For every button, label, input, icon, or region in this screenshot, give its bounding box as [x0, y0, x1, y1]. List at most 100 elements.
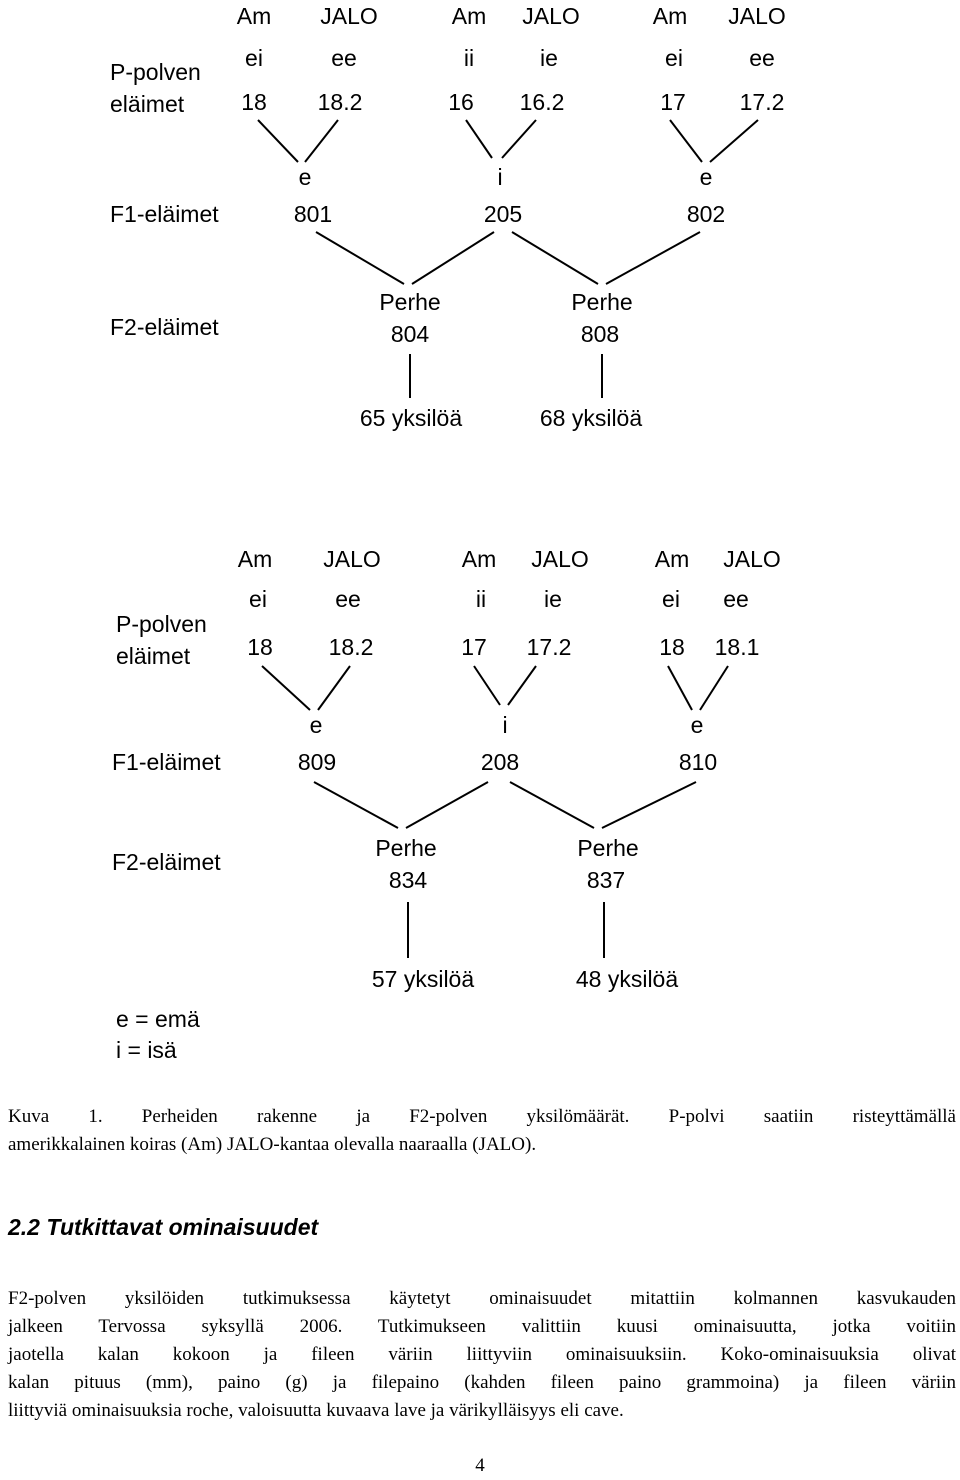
f1-id: 802 — [687, 201, 725, 227]
parent-genotype: ie — [540, 45, 558, 71]
parent-id: 16.2 — [520, 89, 565, 115]
family-count: 65 yksilöä — [360, 405, 462, 431]
parent-id: 18.2 — [329, 634, 374, 660]
cross-line — [313, 781, 399, 829]
parent-genotype: ie — [544, 586, 562, 612]
parent-genotype: ei — [245, 45, 263, 71]
section-heading: 2.2 Tutkittavat ominaisuudet — [8, 1214, 319, 1240]
f1-sex: e — [700, 164, 713, 190]
parent-genotype: ii — [476, 586, 486, 612]
cross-line — [507, 665, 537, 706]
family-id: 834 — [389, 867, 428, 893]
parent-line: Am — [653, 3, 688, 29]
family-id: 804 — [391, 321, 430, 347]
figure-legend: e = emä i = isä — [116, 1006, 200, 1063]
family-id: 837 — [587, 867, 625, 893]
cross-line — [411, 231, 495, 285]
parent-line: Am — [462, 546, 497, 572]
family-structure-figure: P-polven eläimet F1-eläimet F2-eläimet A… — [110, 3, 786, 1063]
family-id: 808 — [581, 321, 619, 347]
caption-line: amerikkalainen koiras (Am) JALO-kantaa o… — [8, 1134, 537, 1155]
f1-sex: e — [310, 712, 323, 738]
parent-id: 17 — [660, 89, 686, 115]
cross-line — [699, 665, 729, 711]
parent-genotype: ee — [749, 45, 775, 71]
family-count: 68 yksilöä — [540, 405, 642, 431]
legend-item-male: i = isä — [116, 1037, 177, 1063]
page-number: 4 — [475, 1455, 485, 1476]
row-label-p-line2: eläimet — [110, 91, 185, 117]
parent-genotype: ee — [335, 586, 361, 612]
f1-sex: i — [497, 164, 502, 190]
cross-line — [509, 781, 595, 829]
parent-id: 18 — [247, 634, 273, 660]
family-label: Perhe — [571, 289, 632, 315]
family-label: Perhe — [379, 289, 440, 315]
family-label: Perhe — [375, 835, 436, 861]
cross-line — [257, 119, 299, 163]
row-label-f1: F1-eläimet — [112, 749, 221, 775]
legend-item-female: e = emä — [116, 1006, 200, 1032]
f1-id: 810 — [679, 749, 717, 775]
parent-genotype: ei — [665, 45, 683, 71]
parent-id: 18 — [659, 634, 685, 660]
pedigree-diagram-1: P-polven eläimet F1-eläimet F2-eläimet A… — [110, 3, 786, 431]
cross-line — [315, 231, 405, 285]
parent-line: Am — [452, 3, 487, 29]
family-count: 57 yksilöä — [372, 966, 474, 992]
parent-genotype: ei — [249, 586, 267, 612]
pedigree-diagram-2: P-polven eläimet F1-eläimet F2-eläimet A… — [112, 546, 781, 992]
family-label: Perhe — [577, 835, 638, 861]
cross-line — [667, 665, 693, 711]
f1-id: 208 — [481, 749, 519, 775]
row-label-p-line1: P-polven — [110, 59, 201, 85]
paragraph-line: kalan pituus (mm), paino (g) ja filepain… — [8, 1372, 956, 1393]
parent-line: Am — [237, 3, 272, 29]
f1-id: 205 — [484, 201, 522, 227]
row-label-f2: F2-eläimet — [112, 849, 221, 875]
f1-id: 809 — [298, 749, 336, 775]
cross-line — [511, 231, 599, 285]
section-paragraph: F2-polven yksilöiden tutkimuksessa käyte… — [8, 1285, 956, 1425]
row-label-f2: F2-eläimet — [110, 314, 219, 340]
cross-line — [605, 231, 701, 285]
f1-id: 801 — [294, 201, 332, 227]
cross-line — [317, 665, 351, 711]
paragraph-line: F2-polven yksilöiden tutkimuksessa käyte… — [8, 1288, 956, 1309]
parent-id: 16 — [448, 89, 474, 115]
row-label-f1: F1-eläimet — [110, 201, 219, 227]
cross-line — [501, 119, 537, 159]
parent-id: 18 — [241, 89, 267, 115]
parent-genotype: ei — [662, 586, 680, 612]
parent-genotype: ee — [331, 45, 357, 71]
caption-line: Kuva 1. Perheiden rakenne ja F2-polven y… — [8, 1106, 956, 1127]
f1-sex: e — [299, 164, 312, 190]
parent-line: JALO — [531, 546, 589, 572]
parent-line: Am — [238, 546, 273, 572]
f1-sex: e — [691, 712, 704, 738]
parent-id: 17.2 — [740, 89, 785, 115]
figure-caption: Kuva 1. Perheiden rakenne ja F2-polven y… — [8, 1103, 956, 1159]
parent-id: 18.2 — [318, 89, 363, 115]
paragraph-line: liittyviä ominaisuuksia roche, valoisuut… — [8, 1400, 624, 1421]
parent-line: JALO — [522, 3, 580, 29]
row-label-p-line2: eläimet — [116, 643, 191, 669]
parent-id: 17.2 — [527, 634, 572, 660]
parent-id: 18.1 — [715, 634, 760, 660]
cross-line — [669, 119, 703, 163]
paragraph-line: jalkeen Tervossa syksyllä 2006. Tutkimuk… — [8, 1316, 956, 1337]
row-label-p-line1: P-polven — [116, 611, 207, 637]
parent-line: JALO — [728, 3, 786, 29]
parent-line: JALO — [320, 3, 378, 29]
cross-line — [465, 119, 493, 159]
parent-genotype: ee — [723, 586, 749, 612]
cross-line — [261, 665, 311, 711]
f1-sex: i — [502, 712, 507, 738]
cross-line — [405, 781, 489, 829]
parent-id: 17 — [461, 634, 487, 660]
parent-line: JALO — [723, 546, 781, 572]
family-count: 48 yksilöä — [576, 966, 678, 992]
paragraph-line: jaotella kalan kokoon ja fileen väriin l… — [8, 1344, 956, 1365]
parent-line: Am — [655, 546, 690, 572]
cross-line — [473, 665, 501, 706]
